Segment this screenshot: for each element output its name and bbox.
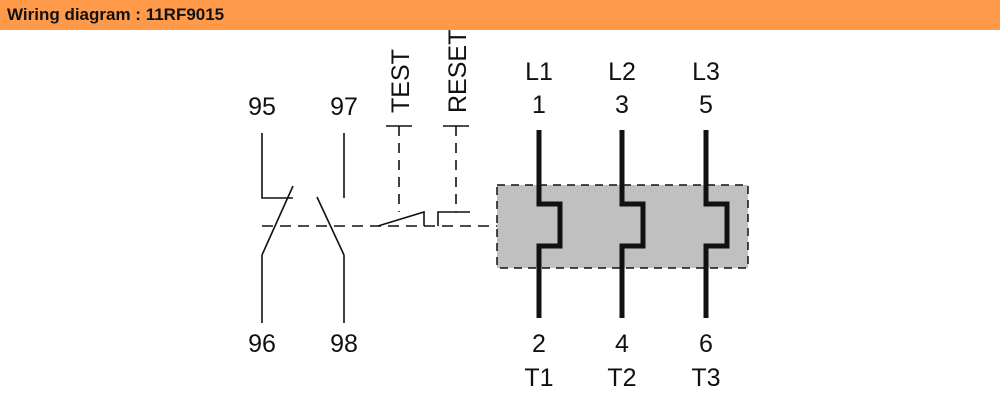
terminal-label-98: 98: [330, 330, 358, 358]
pole-3-conductor: [703, 130, 730, 318]
terminal-label-5: 5: [699, 91, 713, 119]
reset-button-symbol: [437, 125, 470, 226]
terminal-label-4: 4: [615, 330, 629, 358]
terminal-label-1: 1: [532, 91, 546, 119]
terminal-label-6: 6: [699, 330, 713, 358]
page-title: Wiring diagram : 11RF9015: [7, 5, 225, 24]
wiring-diagram: 95 97 96 98 TEST RESET L1 1 L2 3 L3 5 2 …: [248, 30, 749, 392]
line-label-l3: L3: [692, 58, 720, 86]
test-label: TEST: [387, 49, 415, 113]
nc-contact-95-96: [261, 133, 294, 323]
load-label-t3: T3: [691, 364, 720, 392]
pole-1-conductor: [536, 130, 563, 318]
reset-label: RESET: [444, 30, 472, 113]
terminal-label-2: 2: [532, 330, 546, 358]
load-label-t2: T2: [607, 364, 636, 392]
terminal-label-95: 95: [248, 93, 276, 121]
line-label-l1: L1: [525, 58, 553, 86]
no-contact-97-98: [316, 133, 345, 323]
test-button-symbol: [377, 125, 425, 227]
terminal-label-3: 3: [615, 91, 629, 119]
terminal-label-96: 96: [248, 330, 276, 358]
load-label-t1: T1: [524, 364, 553, 392]
pole-2-conductor: [619, 130, 646, 318]
terminal-label-97: 97: [330, 93, 358, 121]
header-bar: Wiring diagram : 11RF9015: [0, 0, 1000, 30]
line-label-l2: L2: [608, 58, 636, 86]
